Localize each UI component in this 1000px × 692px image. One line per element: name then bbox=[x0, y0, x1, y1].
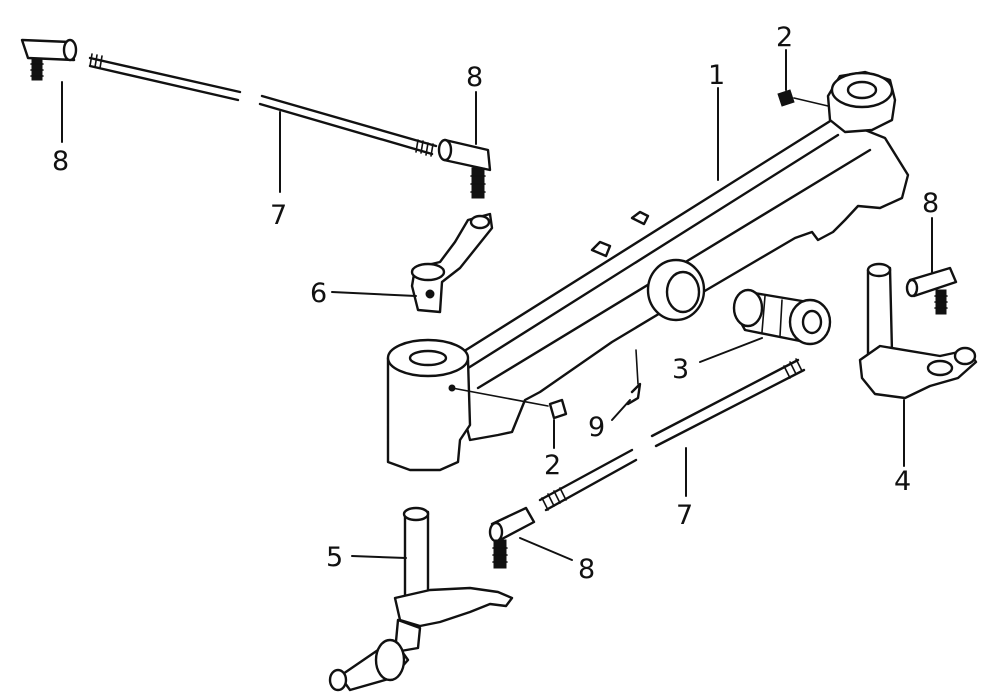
callout-8-left: 8 bbox=[52, 146, 69, 177]
callout-1: 1 bbox=[708, 60, 725, 91]
callout-8-upper-right: 8 bbox=[466, 62, 483, 93]
upper-tie-rod bbox=[88, 53, 438, 157]
callout-2-lower: 2 bbox=[544, 450, 561, 481]
callout-7-lower: 7 bbox=[676, 500, 693, 531]
pivot-bushing bbox=[732, 288, 832, 346]
tie-rod-end-upper-left bbox=[20, 38, 78, 81]
lower-tie-rod bbox=[538, 358, 806, 512]
retaining-clip bbox=[626, 349, 642, 406]
tie-rod-end-upper-right bbox=[437, 138, 492, 199]
grease-fitting-upper bbox=[777, 89, 829, 107]
callout-6: 6 bbox=[310, 278, 327, 309]
left-spindle bbox=[328, 506, 514, 692]
axle-beam bbox=[386, 70, 910, 472]
callout-4: 4 bbox=[894, 466, 911, 497]
grease-fitting-lower bbox=[448, 384, 568, 420]
callout-3: 3 bbox=[672, 354, 689, 385]
tie-rod-end-lower bbox=[488, 506, 536, 569]
callout-2-upper: 2 bbox=[776, 22, 793, 53]
callouts: 1 2 2 3 4 5 6 7 7 8 8 8 8 9 bbox=[52, 22, 939, 585]
right-spindle bbox=[858, 262, 978, 400]
callout-7-upper: 7 bbox=[270, 200, 287, 231]
callout-5: 5 bbox=[326, 542, 343, 573]
callout-8-right: 8 bbox=[922, 188, 939, 219]
leader-lines bbox=[61, 49, 933, 561]
steering-arm bbox=[410, 212, 494, 314]
tie-rod-end-right bbox=[905, 266, 958, 315]
callout-8-lower: 8 bbox=[578, 554, 595, 585]
callout-9: 9 bbox=[588, 412, 605, 443]
